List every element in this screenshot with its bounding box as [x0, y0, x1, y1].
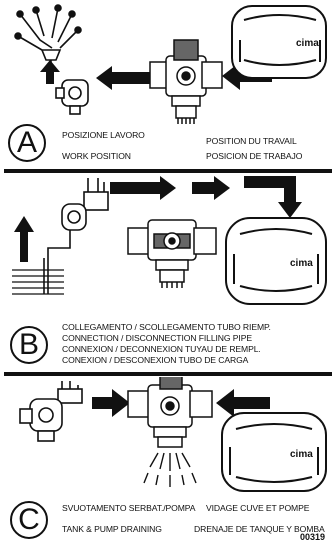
arrow-icon — [40, 60, 60, 84]
caption-french: VIDAGE CUVE ET POMPE — [206, 503, 310, 513]
arrow-icon — [192, 176, 230, 200]
arrow-icon — [110, 176, 176, 200]
caption-line-4: CONEXION / DESCONEXION TUBO DE CARGA — [62, 355, 249, 365]
water-lines — [12, 269, 64, 295]
sprayer-nozzle-icon — [14, 4, 82, 72]
caption-line-3: CONNEXION / DECONNEXION TUYAU DE REMPL. — [62, 344, 261, 354]
tank-brand-label: cima — [290, 449, 313, 460]
filter-icon — [55, 79, 89, 115]
tank-icon — [231, 5, 327, 79]
divider-a-b — [4, 169, 332, 173]
panel-b-illustration: cima — [12, 176, 327, 305]
arrow-icon — [244, 176, 296, 204]
panel-a: cima A POSIZIONE LAVORO WORK POSITION PO… — [0, 0, 336, 168]
pump-valve-icon — [149, 39, 223, 124]
tank-icon — [225, 217, 327, 305]
tank-icon — [221, 412, 327, 492]
pump-valve-icon — [127, 377, 213, 448]
panel-c: cima C SVUOTAMENTO SERBAT./POMPA TANK & … — [0, 377, 336, 542]
caption-italian: POSIZIONE LAVORO — [62, 130, 145, 140]
panel-c-letter: C — [10, 501, 48, 539]
figure-code: 00319 — [300, 532, 326, 542]
caption-french: POSITION DU TRAVAIL — [206, 136, 297, 146]
caption-english: WORK POSITION — [62, 151, 131, 161]
tank-brand-label: cima — [296, 38, 319, 49]
divider-b-c — [4, 372, 332, 376]
tank-brand-label: cima — [290, 258, 313, 269]
panel-c-illustration: cima — [19, 377, 327, 492]
filling-pipe-icon — [43, 178, 109, 294]
panel-a-illustration: cima — [14, 4, 327, 124]
caption-english: TANK & PUMP DRAINING — [62, 524, 162, 534]
arrow-icon — [278, 202, 302, 218]
filler-icon — [19, 381, 83, 442]
arrow-icon — [14, 216, 34, 262]
drain-spray-icon — [143, 452, 197, 487]
arrow-icon — [216, 389, 270, 417]
caption-line-2: CONNECTION / DISCONNECTION FILLING PIPE — [62, 333, 252, 343]
pump-valve-icon — [127, 219, 217, 288]
panel-a-letter: A — [8, 124, 46, 162]
arrow-icon — [92, 389, 130, 417]
caption-spanish: POSICION DE TRABAJO — [206, 151, 303, 161]
panel-b: cima B COLLEGAMENTO / SCOLLEGAMENTO TUBO… — [0, 174, 336, 370]
caption-spanish: DRENAJE DE TANQUE Y BOMBA — [194, 524, 325, 534]
caption-italian: SVUOTAMENTO SERBAT./POMPA — [62, 503, 196, 513]
caption-line-1: COLLEGAMENTO / SCOLLEGAMENTO TUBO RIEMP. — [62, 322, 271, 332]
arrow-icon — [96, 66, 150, 90]
panel-b-letter: B — [10, 326, 48, 364]
